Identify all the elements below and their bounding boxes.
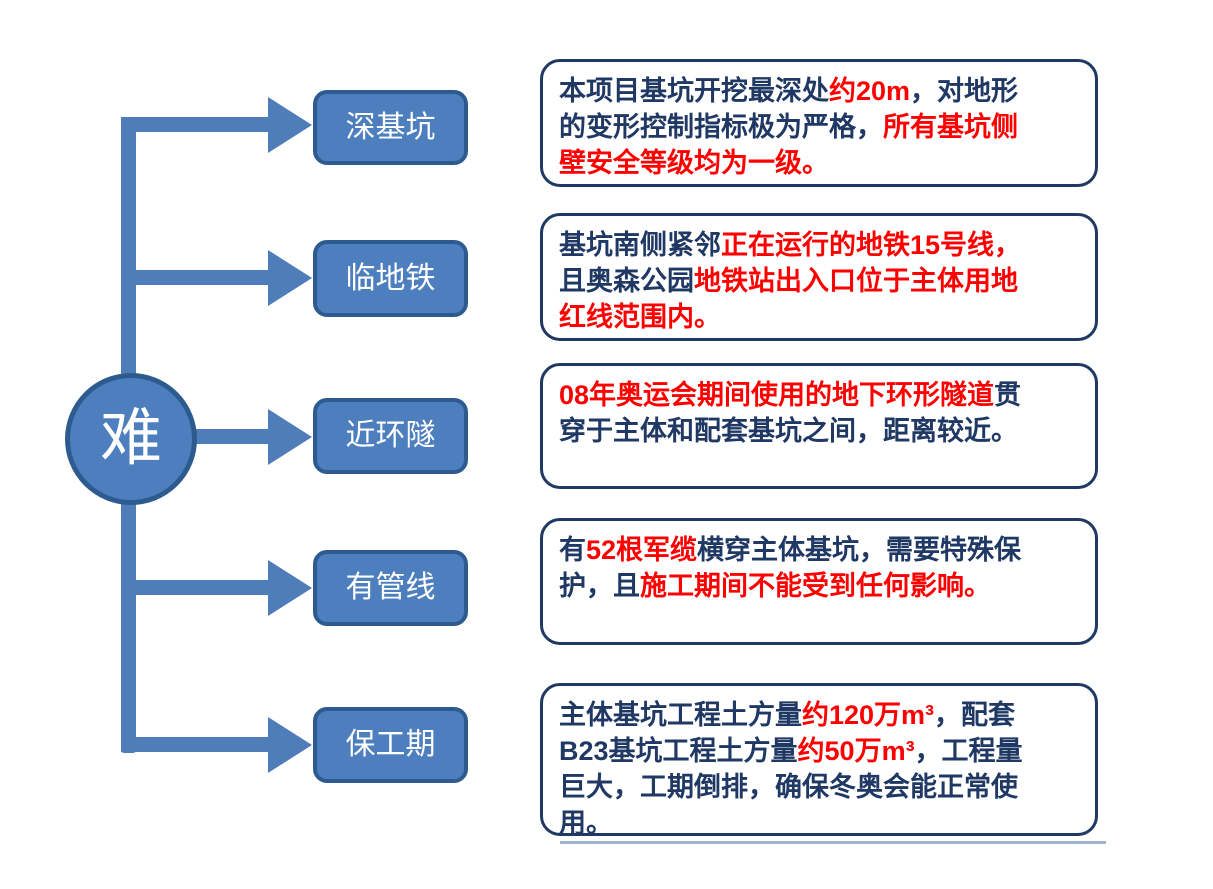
description-box-pipelines: 有52根军缆横穿主体基坑，需要特殊保护，且施工期间不能受到任何影响。 (540, 518, 1098, 645)
arrow-right-icon (268, 409, 312, 465)
arrow-right-icon (268, 97, 312, 153)
category-box-deep-pit: 深基坑 (313, 90, 468, 165)
connector-arm (121, 270, 270, 285)
text-segment-navy: ，对地形的变形控制指标极为严格， (559, 76, 1019, 142)
difficulty-hub-circle: 难 (65, 373, 197, 505)
description-text: 主体基坑工程土方量约120万m³，配套B23基坑工程土方量约50万m³，工程量巨… (543, 686, 1095, 841)
category-box-schedule: 保工期 (313, 707, 468, 783)
description-box-near-metro: 基坑南侧紧邻正在运行的地铁15号线， 且奥森公园地铁站出入口位于主体用地红线范围内… (540, 213, 1098, 341)
description-box-near-tunnel: 08年奥运会期间使用的地下环形隧道贯穿于主体和配套基坑之间，距离较近。 (540, 363, 1098, 489)
description-box-schedule: 主体基坑工程土方量约120万m³，配套B23基坑工程土方量约50万m³，工程量巨… (540, 683, 1098, 838)
arrow-right-icon (268, 717, 312, 773)
text-segment-red: 52根军缆 (586, 535, 698, 565)
text-segment-red: 所有基坑侧壁安全等级均为一级。 (559, 112, 1018, 178)
arrow-right-icon (268, 250, 312, 306)
category-box-near-metro: 临地铁 (313, 240, 468, 317)
text-segment-red: 约50万m³ (797, 736, 915, 766)
text-segment-red: 约120万m³ (802, 700, 935, 730)
connector-arm (121, 737, 270, 752)
connector-arm (121, 117, 270, 132)
arrow-right-icon (268, 560, 312, 616)
connector-arm (121, 580, 270, 595)
text-segment-navy: 主体基坑工程土方量 (559, 700, 802, 730)
description-text: 08年奥运会期间使用的地下环形隧道贯穿于主体和配套基坑之间，距离较近。 (543, 366, 1095, 449)
text-segment-navy: 本项目基坑开挖最深处 (559, 76, 829, 106)
category-label: 近环隧 (345, 419, 436, 452)
category-label: 深基坑 (345, 110, 436, 144)
text-segment-red: 约20m (829, 76, 911, 106)
category-box-pipelines: 有管线 (313, 550, 468, 626)
description-text: 本项目基坑开挖最深处约20m，对地形的变形控制指标极为严格，所有基坑侧壁安全等级… (543, 62, 1095, 181)
difficulty-hub-label: 难 (99, 404, 162, 473)
text-segment-navy: ，工程量巨大，工期倒排，确保冬奥会能正常使用。 (559, 736, 1023, 838)
text-segment-navy: 有 (559, 535, 586, 565)
description-text: 有52根军缆横穿主体基坑，需要特殊保护，且施工期间不能受到任何影响。 (543, 521, 1095, 604)
text-segment-navy: 且奥森公园 (559, 266, 694, 296)
text-segment-red: 地铁站出入口位于主体用地红线范围内。 (559, 266, 1018, 332)
connector-arm (190, 429, 270, 444)
text-segment-red: 08年奥运会期间使用的地下环形隧道 (559, 380, 995, 410)
description-text: 基坑南侧紧邻正在运行的地铁15号线， 且奥森公园地铁站出入口位于主体用地红线范围内… (543, 216, 1095, 335)
text-segment-red: 施工期间不能受到任何影响。 (640, 571, 991, 601)
category-box-near-tunnel: 近环隧 (313, 398, 468, 474)
category-label: 临地铁 (345, 261, 436, 295)
text-segment-navy: 横穿主体基坑，需要特殊保护，且 (559, 535, 1022, 601)
text-segment-red: 正在运行的地铁15号线， (721, 230, 1022, 260)
category-label: 保工期 (345, 728, 436, 761)
text-segment-navy: ，配套B23基坑工程土方量 (559, 700, 1016, 766)
description-box-deep-pit: 本项目基坑开挖最深处约20m，对地形的变形控制指标极为严格，所有基坑侧壁安全等级… (540, 59, 1098, 187)
divider-line (560, 841, 1106, 844)
text-segment-navy: 基坑南侧紧邻 (559, 230, 721, 260)
category-label: 有管线 (345, 571, 436, 604)
text-segment-navy: 贯穿于主体和配套基坑之间，距离较近。 (559, 380, 1022, 446)
